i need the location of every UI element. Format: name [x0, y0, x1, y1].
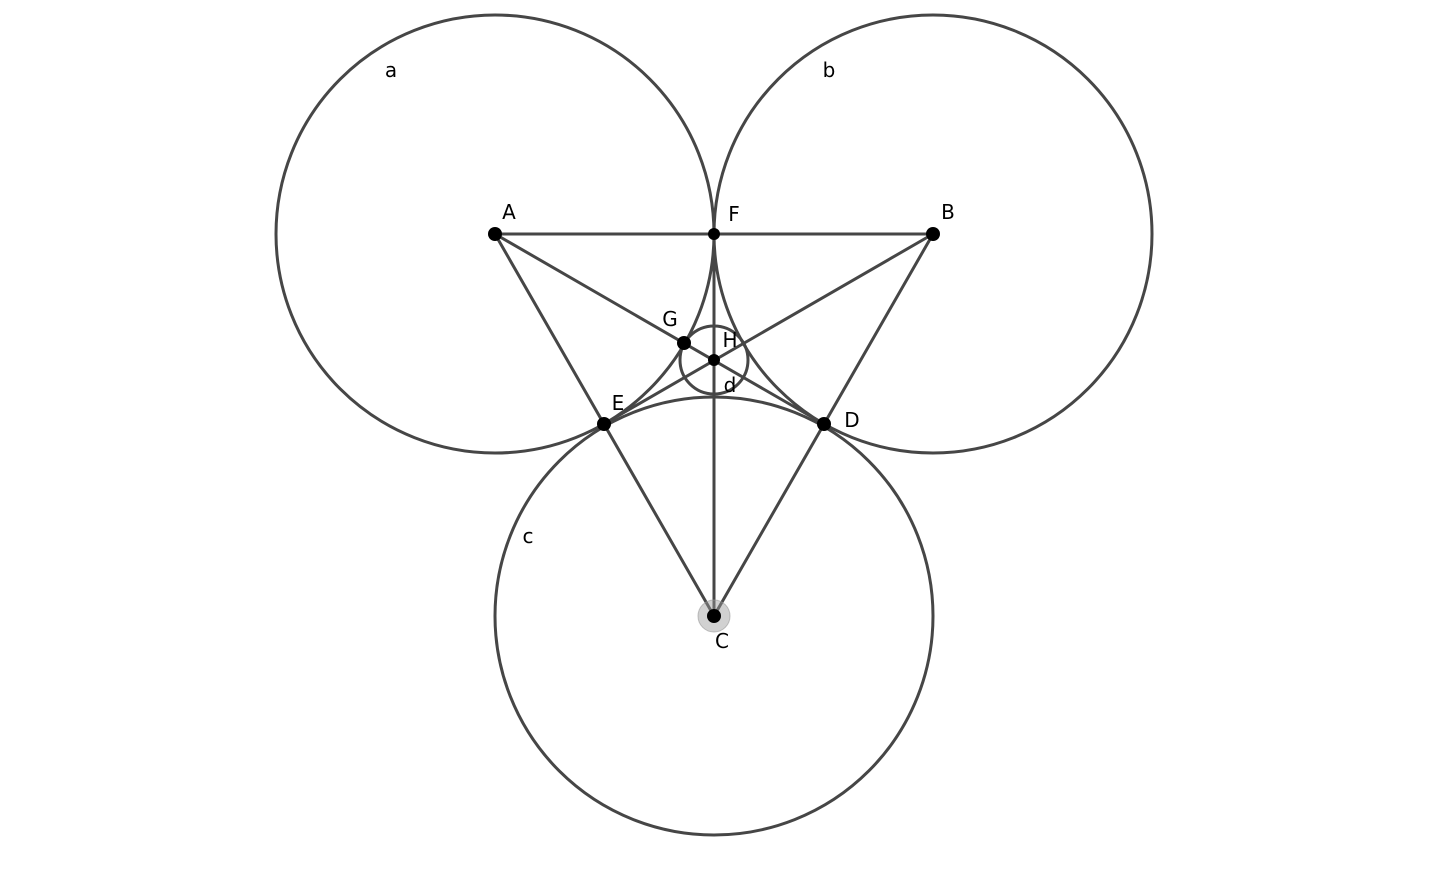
- point-label-g: G: [662, 307, 678, 331]
- point-label-c: C: [715, 629, 729, 653]
- points-layer: [488, 227, 940, 633]
- point-g[interactable]: [677, 336, 691, 350]
- point-label-d: D: [844, 408, 859, 432]
- circle-label-c: c: [523, 524, 534, 548]
- point-label-a: A: [502, 200, 516, 224]
- point-e[interactable]: [597, 417, 611, 431]
- point-f[interactable]: [708, 228, 720, 240]
- point-c[interactable]: [707, 609, 721, 623]
- point-a[interactable]: [488, 227, 502, 241]
- point-label-f: F: [728, 202, 740, 226]
- point-d[interactable]: [817, 417, 831, 431]
- labels-layer: a b c d A B C D E F G H: [385, 58, 955, 653]
- point-b[interactable]: [926, 227, 940, 241]
- point-label-h: H: [722, 328, 737, 352]
- circle-label-d: d: [724, 373, 737, 397]
- point-label-b: B: [941, 200, 955, 224]
- segment-be[interactable]: [602, 232, 935, 426]
- circle-label-a: a: [385, 58, 397, 82]
- segments-layer: [493, 232, 935, 618]
- segment-ad[interactable]: [493, 232, 826, 426]
- point-h[interactable]: [708, 354, 720, 366]
- circle-label-b: b: [823, 58, 836, 82]
- point-label-e: E: [612, 391, 625, 415]
